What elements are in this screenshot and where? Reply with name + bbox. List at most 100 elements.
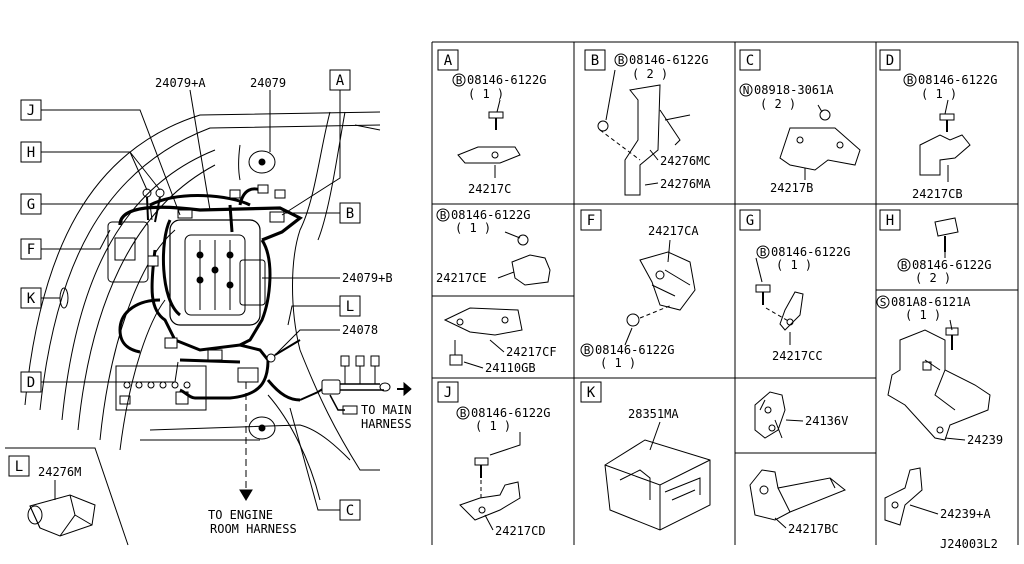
svg-text:24217CE: 24217CE (436, 271, 487, 285)
to-engine-room-line2: ROOM HARNESS (210, 522, 297, 536)
callout-H: H (20, 141, 161, 191)
svg-text:B: B (618, 54, 625, 67)
callout-C: C (289, 407, 361, 521)
svg-text:24217CF: 24217CF (506, 345, 557, 359)
svg-text:L: L (15, 459, 23, 475)
panel-24136V: 24136V (754, 391, 848, 439)
svg-text:24217CB: 24217CB (912, 187, 963, 201)
part-label-24079: 24079 (250, 76, 286, 90)
svg-text:08146-6122G: 08146-6122G (471, 406, 550, 420)
svg-text:F: F (27, 242, 35, 258)
svg-text:08146-6122G: 08146-6122G (918, 73, 997, 87)
panel-24217CF: 24217CF 24110GB (443, 307, 557, 375)
to-engine-room-line1: TO ENGINE (208, 508, 273, 522)
svg-text:B: B (440, 209, 447, 222)
svg-text:08146-6122G: 08146-6122G (467, 73, 546, 87)
panel-24217BC: 24217BC (749, 469, 846, 536)
callout-A: A (281, 69, 351, 216)
callout-K: K (20, 287, 60, 309)
svg-text:24276M: 24276M (38, 465, 81, 479)
callout-F: F (20, 229, 111, 260)
part-label-24079-B: 24079+B (342, 271, 393, 285)
leader-24079-A (189, 89, 211, 211)
svg-text:24110GB: 24110GB (485, 361, 536, 375)
svg-text:B: B (901, 259, 908, 272)
panel-B: B B 08146-6122G ( 2 ) 24276MC 24276MA (584, 49, 711, 196)
part-label-24079-A: 24079+A (155, 76, 206, 90)
svg-text:28351MA: 28351MA (628, 407, 679, 421)
svg-text:08146-6122G: 08146-6122G (771, 245, 850, 259)
svg-text:24217CD: 24217CD (495, 524, 546, 538)
to-main-harness-line1: TO MAIN (361, 403, 412, 417)
parts-grid (431, 41, 1019, 545)
callout-J: J (20, 99, 181, 216)
svg-text:C: C (346, 503, 354, 519)
svg-text:08918-3061A: 08918-3061A (754, 83, 834, 97)
panel-24217CE: B 08146-6122G ( 1 ) 24217CE (436, 208, 551, 286)
svg-text:24217CA: 24217CA (648, 224, 699, 238)
svg-text:( 1 ): ( 1 ) (475, 419, 511, 433)
svg-text:( 1 ): ( 1 ) (468, 87, 504, 101)
svg-text:G: G (27, 197, 35, 213)
leader-24078 (271, 329, 340, 359)
svg-text:S: S (880, 296, 887, 309)
svg-text:B: B (584, 344, 591, 357)
part-label-24078: 24078 (342, 323, 378, 337)
svg-text:B: B (591, 53, 599, 69)
panel-F: F 24217CA B 08146-6122G ( 1 ) (580, 209, 699, 370)
svg-text:24217B: 24217B (770, 181, 813, 195)
svg-text:A: A (336, 73, 345, 89)
svg-text:K: K (27, 291, 36, 307)
svg-text:24217BC: 24217BC (788, 522, 839, 536)
panel-J: J B 08146-6122G ( 1 ) 24217CD (437, 381, 550, 538)
svg-text:( 1 ): ( 1 ) (905, 308, 941, 322)
svg-text:J: J (444, 385, 452, 401)
diagram-code: J24003L2 (940, 537, 998, 551)
svg-text:F: F (587, 213, 595, 229)
svg-text:24136V: 24136V (805, 414, 848, 428)
callout-D: D (20, 361, 179, 393)
panel-D: D B 08146-6122G ( 1 ) 24217CB (879, 49, 997, 201)
callout-L: L (287, 295, 361, 326)
svg-text:G: G (746, 213, 754, 229)
panel-K: K 28351MA (580, 381, 711, 531)
svg-text:08146-6122G: 08146-6122G (595, 343, 674, 357)
svg-text:08146-6122G: 08146-6122G (912, 258, 991, 272)
svg-text:D: D (27, 375, 35, 391)
svg-text:( 1 ): ( 1 ) (600, 356, 636, 370)
svg-text:24276MA: 24276MA (660, 177, 711, 191)
svg-text:B: B (456, 74, 463, 87)
svg-text:B: B (760, 246, 767, 259)
panel-G: G B 08146-6122G ( 1 ) 24217CC (739, 209, 850, 363)
svg-text:24239+A: 24239+A (940, 507, 991, 521)
svg-text:( 1 ): ( 1 ) (921, 87, 957, 101)
svg-text:24217CC: 24217CC (772, 349, 823, 363)
svg-text:081A8-6121A: 081A8-6121A (891, 295, 971, 309)
svg-text:J: J (27, 103, 35, 119)
svg-text:B: B (346, 206, 354, 222)
svg-text:C: C (746, 53, 754, 69)
svg-text:( 2 ): ( 2 ) (760, 97, 796, 111)
svg-text:H: H (886, 213, 894, 229)
callout-B: B (285, 202, 361, 224)
svg-text:( 2 ): ( 2 ) (632, 67, 668, 81)
svg-text:D: D (886, 53, 894, 69)
panel-A: A B 08146-6122G ( 1 ) 24217C (437, 49, 546, 196)
svg-text:( 1 ): ( 1 ) (776, 258, 812, 272)
svg-text:( 1 ): ( 1 ) (455, 221, 491, 235)
svg-text:08146-6122G: 08146-6122G (629, 53, 708, 67)
svg-text:24276MC: 24276MC (660, 154, 711, 168)
panel-24239-A: 24239+A (884, 467, 991, 526)
svg-text:08146-6122G: 08146-6122G (451, 208, 530, 222)
svg-text:N: N (743, 84, 750, 97)
callout-G: G (20, 193, 153, 221)
panel-H: H B 08146-6122G ( 2 ) (879, 209, 991, 285)
svg-text:24217C: 24217C (468, 182, 511, 196)
svg-text:K: K (587, 385, 596, 401)
svg-text:B: B (460, 407, 467, 420)
svg-text:24239: 24239 (967, 433, 1003, 447)
to-main-harness-line2: HARNESS (361, 417, 412, 431)
panel-24239: S 081A8-6121A ( 1 ) 24239 (876, 295, 1003, 447)
